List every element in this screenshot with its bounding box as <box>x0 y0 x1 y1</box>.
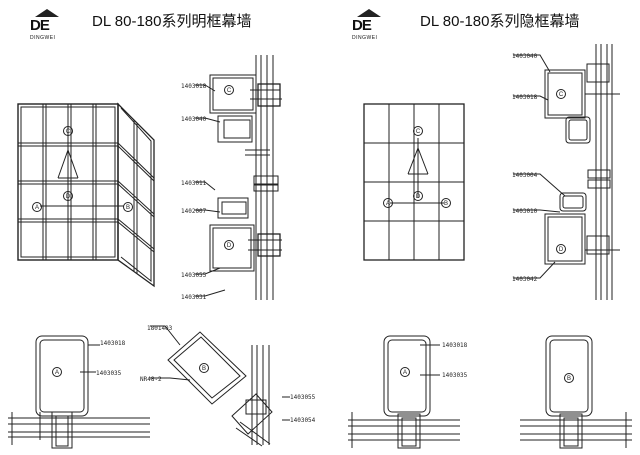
part-label: 1403055 <box>290 394 316 401</box>
part-label: 1403010 <box>512 208 538 215</box>
part-label: 1403042 <box>512 276 538 283</box>
left-horizontal-section-a <box>8 335 150 449</box>
part-label: 1801403 <box>147 325 173 332</box>
part-labels: 1403018 1403040 1403011 1402007 1403055 … <box>96 53 538 424</box>
right-elevation <box>363 103 465 261</box>
right-horizontal-section-b <box>520 335 632 449</box>
part-label: 1403018 <box>512 94 538 101</box>
bubble-b-right-bottom: B <box>567 376 571 382</box>
part-label: 1403040 <box>181 116 207 123</box>
part-label: 1403018 <box>181 83 207 90</box>
bubble-c-right-section: C <box>559 92 564 98</box>
bubble-a-right-bottom: A <box>403 370 407 376</box>
part-label: 1402007 <box>181 208 207 215</box>
logo-text: DINGWEI <box>30 35 56 41</box>
part-label: 1403040 <box>512 53 538 60</box>
part-label: 1403011 <box>181 180 207 187</box>
part-label: 1403004 <box>512 172 538 179</box>
bubble-b-left: B <box>126 205 130 211</box>
left-elevation <box>17 102 155 288</box>
left-title: DL 80-180系列明框幕墙 <box>92 13 252 30</box>
logo-text-right: DINGWEI <box>352 35 378 41</box>
part-label: 1403035 <box>96 370 122 377</box>
left-vertical-mullion <box>245 55 281 300</box>
part-label: 1403031 <box>181 294 207 301</box>
bubble-d-left: D <box>66 194 71 200</box>
part-label: 1403054 <box>290 417 316 424</box>
left-corner-section-b <box>150 325 290 447</box>
bubble-b-right: B <box>444 201 448 207</box>
right-title: DL 80-180系列隐框幕墙 <box>420 13 580 30</box>
right-vertical-section <box>513 44 620 300</box>
left-vertical-section <box>209 74 282 272</box>
bubble-d-right-section: D <box>559 247 564 253</box>
brand-logo-right: DE DINGWEI <box>352 7 412 47</box>
roof-icon <box>35 9 59 17</box>
bubble-a-bottom: A <box>55 370 59 376</box>
bubble-c-right: C <box>416 129 421 135</box>
bubble-a-right: A <box>386 201 390 207</box>
brand-logo: DE DINGWEI <box>30 7 90 47</box>
bubble-letters: C D A B C D A B C D A B C D A B <box>35 88 571 382</box>
roof-icon-right <box>357 9 381 17</box>
left-section-bubbles <box>224 85 234 250</box>
bubble-a-left: A <box>35 205 39 211</box>
bubble-c-left: C <box>66 129 71 135</box>
logo-mark: DE <box>30 17 50 34</box>
part-label: NR48-2 <box>140 376 162 383</box>
left-section-leaders <box>195 84 226 297</box>
part-label: 1403055 <box>181 272 207 279</box>
bubble-c-section: C <box>227 88 232 94</box>
left-elevation-bubbles <box>32 126 133 212</box>
part-label: 1403035 <box>442 372 468 379</box>
part-label: 1403018 <box>442 342 468 349</box>
logo-mark-right: DE <box>352 17 372 34</box>
part-label: 1403018 <box>100 340 126 347</box>
bubble-b-bottom: B <box>202 366 206 372</box>
bubble-d-right: D <box>416 194 421 200</box>
right-horizontal-section-a <box>348 335 460 449</box>
bubble-d-section: D <box>227 243 232 249</box>
